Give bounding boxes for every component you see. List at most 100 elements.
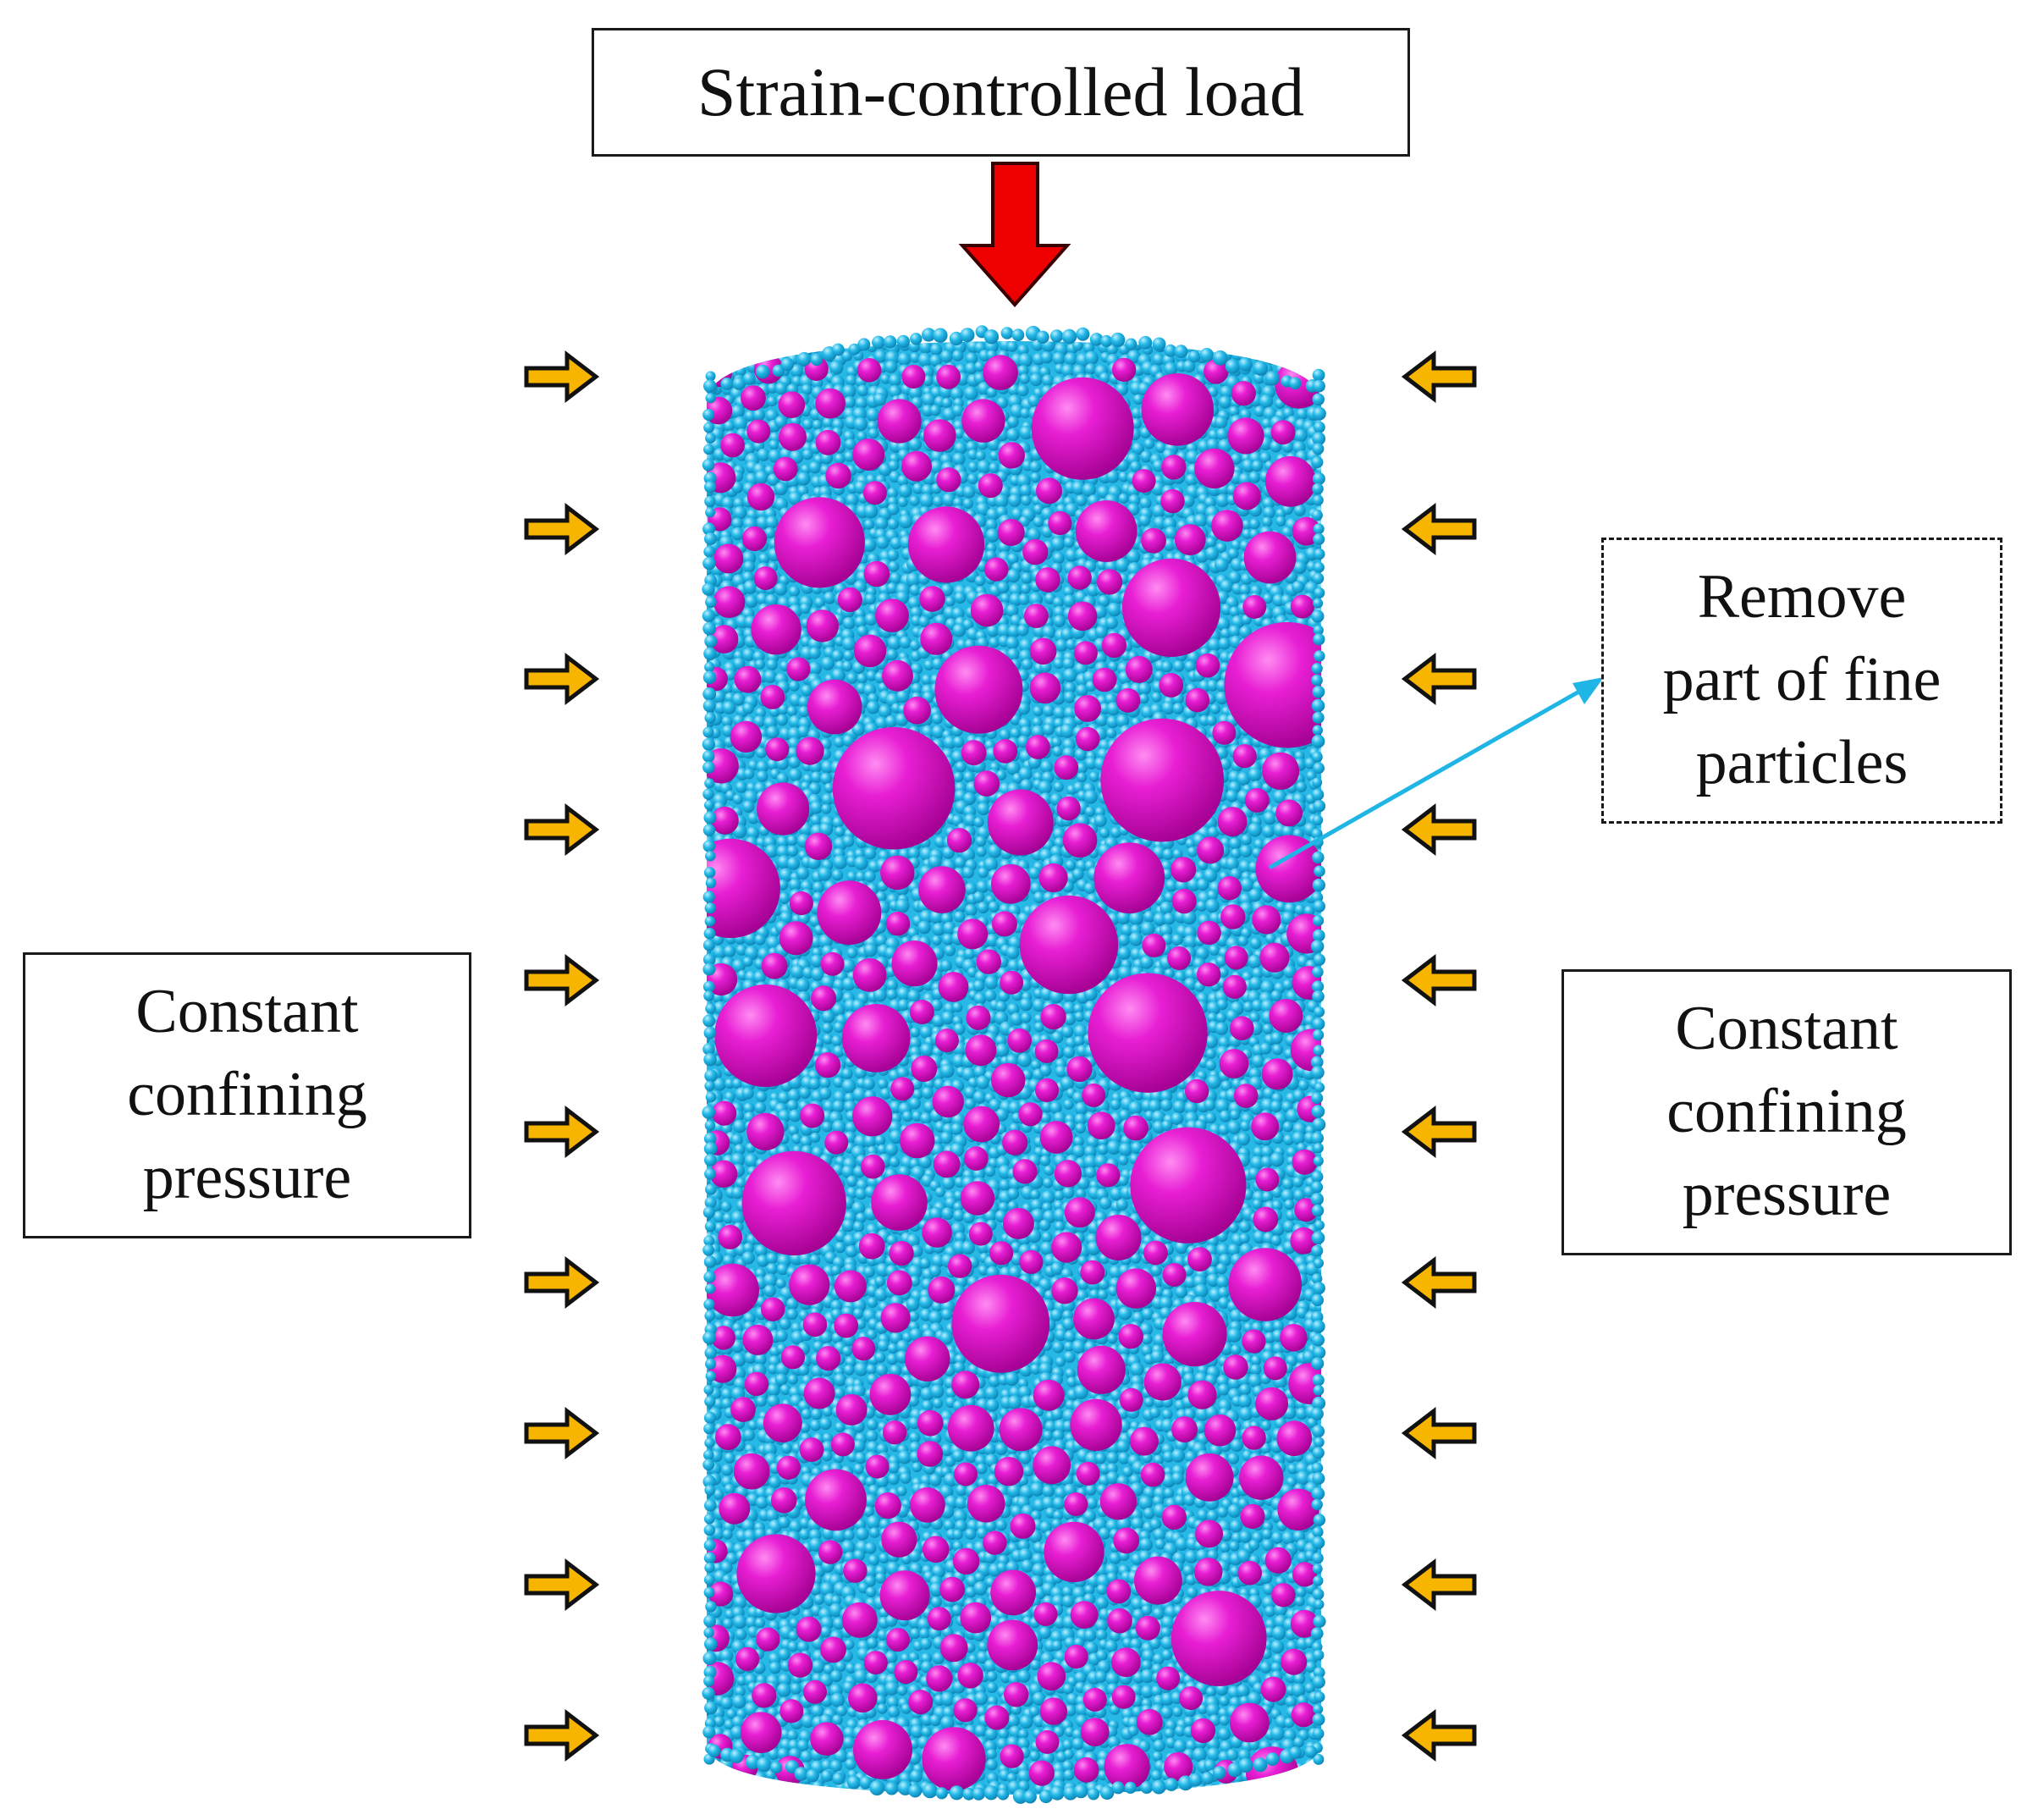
coarse-particle [1141, 373, 1215, 446]
coarse-particle [953, 1698, 978, 1723]
coarse-particle [885, 912, 911, 936]
coarse-particle [963, 1106, 1000, 1143]
right-arrow-icon [524, 1255, 600, 1310]
coarse-particle [882, 659, 913, 692]
coarse-particle [796, 736, 824, 765]
right-arrow-icon [524, 502, 600, 556]
coarse-particle [730, 720, 763, 753]
coarse-particle [934, 1029, 959, 1053]
coarse-particle [946, 828, 972, 853]
coarse-particle [1231, 381, 1256, 406]
coarse-particle [718, 1225, 743, 1249]
coarse-particle [1252, 905, 1281, 935]
coarse-particle [933, 1150, 961, 1178]
coarse-particle [1004, 1682, 1029, 1707]
coarse-particle [1121, 558, 1221, 658]
coarse-particle [964, 1146, 989, 1171]
coarse-particle [920, 622, 953, 655]
coarse-particle [1024, 604, 1049, 628]
coarse-particle [707, 1263, 760, 1317]
coarse-particle [917, 1409, 944, 1437]
coarse-particle [1255, 1167, 1280, 1192]
coarse-particle [973, 770, 1000, 797]
coarse-particle [1230, 1702, 1270, 1743]
coarse-particle [709, 625, 739, 654]
coarse-particle [1135, 1615, 1160, 1641]
coarse-particle [882, 1420, 907, 1445]
coarse-particle [954, 1462, 978, 1486]
coarse-particle [1067, 601, 1098, 631]
coarse-particle [751, 604, 801, 655]
coarse-particle [815, 1052, 841, 1078]
coarse-particle [857, 358, 882, 383]
coarse-particle [1026, 735, 1050, 759]
coarse-particle [1264, 455, 1316, 507]
coarse-particle [1051, 1232, 1082, 1263]
coarse-particle [1034, 1039, 1059, 1063]
coarse-particle [1029, 672, 1061, 704]
coarse-particle [1197, 920, 1221, 946]
coarse-particle [708, 1581, 734, 1607]
coarse-particle [800, 1103, 825, 1128]
coarse-particle [830, 1432, 855, 1457]
coarse-particle [730, 1397, 756, 1422]
right-arrow-icon [524, 1406, 600, 1460]
coarse-particle [773, 456, 798, 482]
coarse-particle [951, 1274, 1050, 1373]
coarse-particle [1251, 1112, 1280, 1141]
coarse-particle [744, 1371, 769, 1397]
coarse-particle [862, 481, 887, 505]
coarse-particle [1118, 1324, 1143, 1349]
coarse-particle [1064, 1197, 1095, 1228]
coarse-particle [776, 1455, 801, 1480]
coarse-particle [1115, 1268, 1157, 1309]
coarse-particle [806, 609, 839, 643]
coarse-particle [1070, 1398, 1122, 1452]
confining-pressure-right-text: Constant confining pressure [1666, 994, 1907, 1229]
confining-pressure-left-label: Constant confining pressure [23, 952, 471, 1238]
coarse-particle [908, 1690, 934, 1715]
coarse-particle [779, 422, 807, 451]
coarse-particle [1161, 455, 1187, 480]
coarse-particle [1190, 1718, 1216, 1744]
confining-pressure-left-text: Constant confining pressure [127, 977, 367, 1212]
coarse-particles [707, 354, 1321, 1795]
coarse-particle [799, 1437, 824, 1462]
remove-fines-text: Remove part of fine particles [1662, 562, 1942, 797]
coarse-particle [911, 1056, 938, 1082]
coarse-particle [899, 1122, 935, 1159]
coarse-particle [889, 1241, 914, 1266]
coarse-particle [740, 1712, 782, 1753]
coarse-particle [746, 1112, 785, 1151]
coarse-particle [1054, 755, 1079, 780]
coarse-particle [742, 1324, 774, 1355]
coarse-particle [1034, 1078, 1060, 1102]
coarse-particle [1261, 1058, 1293, 1090]
coarse-particle [1000, 1744, 1024, 1768]
coarse-particle [1080, 1260, 1105, 1285]
coarse-particle [1292, 1562, 1318, 1587]
coarse-particle [1033, 1446, 1071, 1485]
left-arrow-icon [1401, 502, 1477, 556]
coarse-particle [1228, 1248, 1302, 1321]
coarse-particle [987, 789, 1054, 856]
coarse-particle [1010, 1513, 1036, 1539]
coarse-particle [990, 863, 1031, 904]
coarse-particle [1232, 482, 1261, 510]
left-arrow-icon [1401, 1708, 1477, 1762]
coarse-particle [741, 526, 768, 552]
coarse-particle [999, 1408, 1043, 1452]
coarse-particle [1240, 1503, 1265, 1529]
coarse-particle [796, 1616, 822, 1642]
coarse-particle [735, 1646, 760, 1671]
coarse-particle [832, 726, 956, 850]
coarse-particle [939, 1576, 965, 1602]
coarse-particle [970, 593, 1004, 627]
coarse-particle [1280, 1324, 1308, 1352]
coarse-particle [1170, 857, 1197, 883]
coarse-particle [1290, 1227, 1318, 1255]
coarse-particle [1088, 973, 1208, 1093]
coarse-particle [1264, 1547, 1292, 1574]
coarse-particle [984, 557, 1009, 582]
